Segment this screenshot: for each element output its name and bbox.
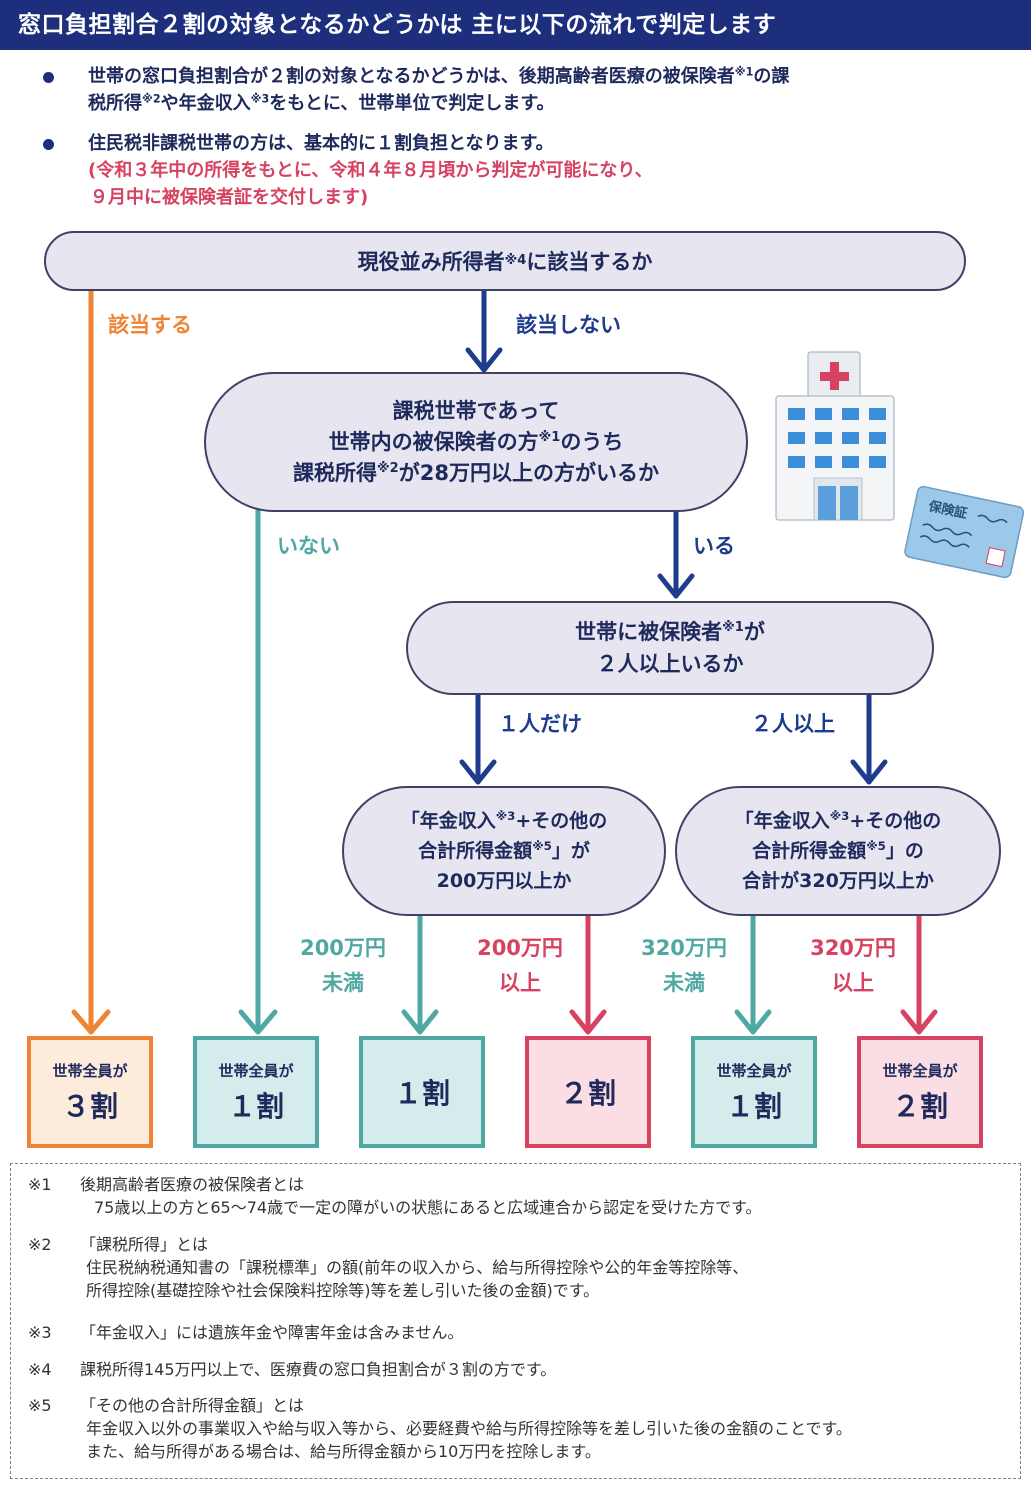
arrow-q3-one bbox=[459, 691, 497, 785]
footnote: ※4 課税所得145万円以上で、医療費の窓口負担割合が３割の方です。 bbox=[28, 1360, 557, 1379]
arrow-q3-two bbox=[850, 691, 888, 785]
insurance-card-icon: 保険証 bbox=[904, 485, 1025, 579]
result-box-2wari: ２割 bbox=[525, 1036, 651, 1148]
label-q1-yes: 該当する bbox=[108, 313, 192, 337]
issue-note: ９月中に被保険者証を交付します) bbox=[90, 187, 369, 208]
arrow-q1-yes bbox=[71, 287, 111, 1035]
footnotes-box bbox=[10, 1163, 1021, 1479]
question-taxable-income: 課税世帯であって 世帯内の被保険者の方※1のうち 課税所得※2が28万円以上の方… bbox=[204, 372, 748, 512]
label-q1-no: 該当しない bbox=[516, 313, 621, 337]
result-box-1wari: １割 bbox=[359, 1036, 485, 1148]
footnote: ※3 「年金収入」には遺族年金や障害年金は含みません。 bbox=[28, 1323, 464, 1342]
arrow-q1-no bbox=[465, 287, 503, 373]
arrow-q4b-over bbox=[900, 913, 938, 1035]
question-insured-count: 世帯に被保険者※1が ２人以上いるか bbox=[406, 601, 934, 695]
footnote: ※2 「課税所得」とは 住民税納税通知書の「課税標準」の額(前年の収入から、給与… bbox=[28, 1235, 749, 1300]
arrow-q2-yes bbox=[657, 509, 695, 599]
label-q2-yes: いる bbox=[693, 534, 735, 558]
intro-bullet-2: 住民税非課税世帯の方は、基本的に１割負担となります。 (令和３年中の所得をもとに… bbox=[88, 130, 1008, 211]
arrow-q2-no bbox=[238, 507, 278, 1035]
label-q4a-over: 200万円以上 bbox=[477, 936, 563, 995]
arrow-q4a-over bbox=[569, 913, 607, 1035]
arrow-q4b-under bbox=[734, 913, 772, 1035]
label-q4b-over: 320万円以上 bbox=[810, 936, 896, 995]
question-single-income: 「年金収入※3+その他の 合計所得金額※5」が 200万円以上か bbox=[342, 786, 666, 916]
footnote: ※1 後期高齢者医療の被保険者とは 75歳以上の方と65～74歳で一定の障がいの… bbox=[28, 1175, 762, 1217]
bullet-dot bbox=[43, 72, 54, 83]
label-q3-two: ２人以上 bbox=[751, 712, 835, 736]
label-q2-no: いない bbox=[277, 534, 340, 558]
issue-note: (令和３年中の所得をもとに、令和４年８月頃から判定が可能になり、 bbox=[88, 160, 653, 181]
arrow-q4a-under bbox=[401, 913, 439, 1035]
label-q4a-under: 200万円未満 bbox=[300, 936, 386, 995]
footnote: ※5 「その他の合計所得金額」とは 年金収入以外の事業収入や給与収入等から、必要… bbox=[28, 1396, 852, 1461]
page-title: 窓口負担割合２割の対象となるかどうかは 主に以下の流れで判定します bbox=[0, 0, 1031, 50]
bullet-dot bbox=[43, 139, 54, 150]
question-multiple-income: 「年金収入※3+その他の 合計所得金額※5」の 合計が320万円以上か bbox=[675, 786, 1001, 916]
hospital-icon bbox=[775, 351, 895, 521]
intro-bullet-1: 世帯の窓口負担割合が２割の対象となるかどうかは、後期高齢者医療の被保険者※1の課… bbox=[88, 65, 790, 114]
label-q4b-under: 320万円未満 bbox=[641, 936, 727, 995]
label-q3-one: １人だけ bbox=[498, 712, 582, 736]
